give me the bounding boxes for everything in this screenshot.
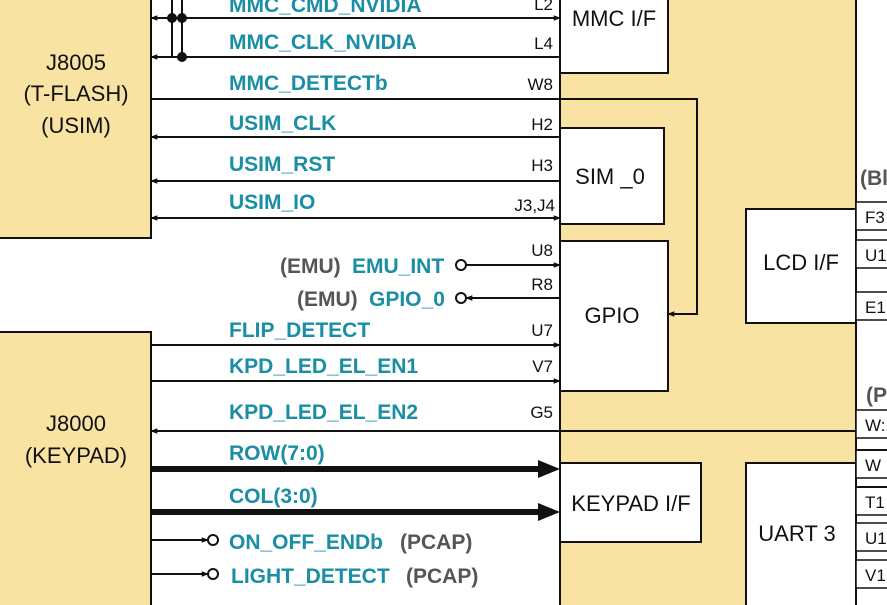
- on-off-end-label: ON_OFF_ENDb: [229, 531, 383, 554]
- keypad-if-label: KEYPAD I/F: [571, 491, 690, 516]
- mmc-if-block: [559, 0, 669, 74]
- pin-u8: U8: [531, 241, 553, 260]
- row-bus-label: ROW(7:0): [229, 442, 325, 465]
- right-pin-u1b: U1: [865, 529, 887, 548]
- keypad-if-block: [559, 462, 702, 543]
- right-pin-wa: W:: [865, 416, 885, 435]
- mmc-cmd-label: MMC_CMD_NVIDIA: [229, 0, 422, 17]
- pin-r8: R8: [531, 275, 553, 294]
- mmc-detect-line: [151, 98, 698, 317]
- pin-v7: V7: [532, 357, 553, 376]
- pin-h2: H2: [531, 115, 553, 134]
- mmc-detect-label: MMC_DETECTb: [229, 72, 388, 95]
- right-pin-wb: W: [865, 456, 881, 475]
- pin-u7: U7: [531, 321, 553, 340]
- right-pin-f3: F3: [865, 208, 885, 227]
- pin-l4: L4: [534, 34, 553, 53]
- usim-rst-label: USIM_RST: [229, 153, 335, 176]
- pin-h3: H3: [531, 156, 553, 175]
- gpio-label: GPIO: [584, 303, 639, 328]
- gpio-block: [559, 240, 669, 392]
- mmc-clk-label: MMC_CLK_NVIDIA: [229, 31, 417, 54]
- pcap-suffix-2: (PCAP): [406, 565, 478, 588]
- uart-block: [745, 462, 857, 605]
- emu-prefix-2: (EMU): [297, 288, 358, 311]
- right-pin-e1: E1: [865, 298, 886, 317]
- usim-clk-label: USIM_CLK: [229, 112, 336, 135]
- gpio0-label: GPIO_0: [369, 288, 445, 311]
- j8000-label-2: (KEYPAD): [25, 443, 127, 468]
- light-detect-label: LIGHT_DETECT: [231, 565, 390, 588]
- j8000-label-1: J8000: [46, 411, 106, 436]
- col-bus-label: COL(3:0): [229, 485, 318, 508]
- pin-j3j4: J3,J4: [514, 196, 555, 215]
- j8005-connector: [0, 0, 152, 239]
- lcd-if-block: [745, 208, 857, 324]
- right-pin-boxes: [855, 201, 887, 589]
- kpd-led-en1-label: KPD_LED_EL_EN1: [229, 355, 418, 378]
- j8005-label-1: J8005: [46, 50, 106, 75]
- j8000-connector: [0, 331, 152, 605]
- flip-detect-label: FLIP_DETECT: [229, 319, 370, 342]
- emu-int-label: EMU_INT: [352, 255, 444, 278]
- j8005-label-2: (T-FLASH): [23, 81, 128, 106]
- j8005-label-3: (USIM): [41, 113, 111, 138]
- pin-g5: G5: [530, 403, 553, 422]
- pcap-suffix-1: (PCAP): [400, 531, 472, 554]
- right-pin-t1: T1: [865, 493, 885, 512]
- right-pin-u1a: U1: [865, 246, 887, 265]
- sim-block: [559, 127, 665, 225]
- uart-label: UART 3: [758, 521, 835, 546]
- usim-io-label: USIM_IO: [229, 191, 315, 214]
- lcd-if-label: LCD I/F: [763, 250, 839, 275]
- right-label-bl: (Bl: [860, 167, 887, 190]
- emu-prefix-1: (EMU): [280, 255, 341, 278]
- pin-l2: L2: [534, 0, 553, 14]
- right-label-p: (P: [866, 384, 887, 407]
- kpd-led-en2-label: KPD_LED_EL_EN2: [229, 401, 418, 424]
- pin-w8: W8: [528, 75, 554, 94]
- sim-label: SIM _0: [575, 164, 645, 189]
- mmc-if-label: MMC I/F: [572, 6, 656, 31]
- right-pin-v1: V1: [865, 566, 886, 585]
